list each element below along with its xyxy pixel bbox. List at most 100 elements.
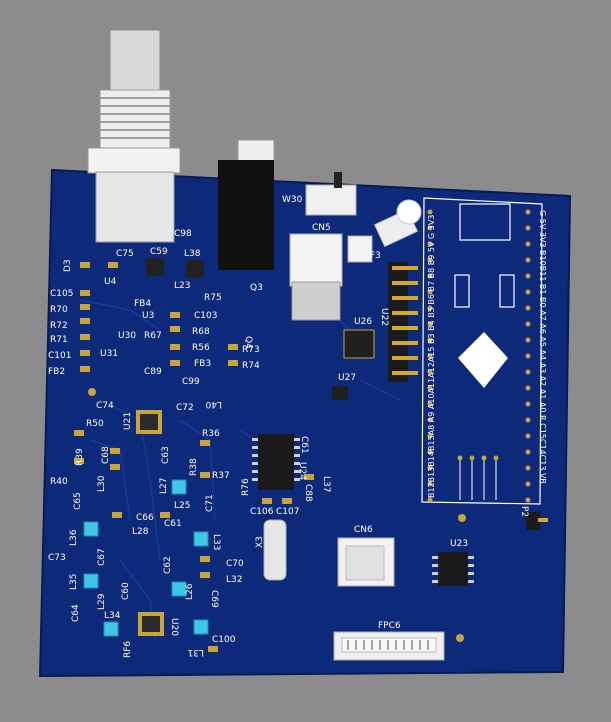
label-c72: C72 — [176, 403, 194, 413]
label-u23: U23 — [450, 539, 468, 549]
label-fb2: FB2 — [48, 367, 65, 377]
label-r71: R71 — [50, 335, 68, 345]
label-c59: C59 — [150, 247, 168, 257]
label-cn6: CN6 — [354, 525, 373, 535]
label-u3: U3 — [142, 311, 154, 321]
label-l29: L29 — [97, 593, 107, 610]
silkscreen-labels: D3 C75 C59 C98 L38 W30 CN5 F3 U4 FB4 L23… — [48, 195, 529, 658]
label-l36: L36 — [69, 529, 79, 546]
crystal-x3 — [263, 519, 287, 581]
chip-u21 — [136, 410, 162, 434]
label-u4: U4 — [104, 277, 117, 287]
label-l37: L37 — [321, 476, 331, 492]
label-l38: L38 — [184, 249, 201, 259]
label-l26: L26 — [185, 583, 195, 600]
label-r56: R56 — [192, 343, 210, 353]
label-c68: C68 — [101, 446, 111, 464]
label-c75: C75 — [116, 249, 134, 259]
label-c71: C71 — [205, 494, 215, 512]
mcu-module: B12B13B14B15A8 A9 A10A11A12A15 B3 B4 B5 … — [421, 197, 547, 505]
pcb-board — [38, 168, 572, 678]
label-c100: C100 — [212, 635, 236, 645]
label-c61b: C61 — [299, 436, 309, 454]
label-d3: D3 — [63, 259, 73, 272]
label-c65: C65 — [73, 492, 83, 510]
label-c98: C98 — [174, 229, 192, 239]
label-c69: C69 — [209, 590, 219, 608]
switch-w30 — [305, 172, 357, 216]
label-l33: L33 — [211, 534, 221, 550]
label-c88: C88 — [303, 484, 313, 502]
chip-u27 — [332, 386, 348, 400]
chip-u20 — [138, 612, 164, 636]
label-l31: L31 — [188, 647, 204, 657]
label-u22: U22 — [379, 308, 389, 326]
label-c60: C60 — [121, 582, 131, 600]
label-c62: C62 — [163, 556, 173, 574]
cyan-inductors — [83, 479, 209, 637]
label-r39: R39 — [75, 448, 85, 466]
label-c64: C64 — [71, 604, 81, 622]
label-r75: R75 — [204, 293, 222, 303]
label-w30: W30 — [282, 195, 303, 205]
module-right-pins: G 5V 3V3 B10B11 B1 B0 A7 A6 A5 A4 A3 A2 … — [538, 210, 547, 484]
label-r38: R38 — [189, 458, 199, 476]
fuse-f3 — [347, 235, 373, 263]
label-r72: R72 — [50, 321, 68, 331]
dc-jack — [218, 139, 275, 270]
label-cn5: CN5 — [312, 223, 331, 233]
label-r36: R36 — [202, 429, 220, 439]
label-r70: R70 — [50, 305, 68, 315]
label-u30: U30 — [118, 331, 136, 341]
smd-parts — [74, 262, 314, 652]
label-x3: X3 — [255, 536, 265, 548]
label-c67: C67 — [97, 548, 107, 566]
label-u27: U27 — [338, 373, 356, 383]
mounting-holes — [88, 388, 466, 642]
label-l35: L35 — [69, 574, 79, 590]
label-u24: U24 — [297, 462, 307, 480]
led — [373, 199, 422, 248]
label-c73: C73 — [48, 553, 66, 563]
label-c89: C89 — [144, 367, 162, 377]
module-top-pins: B12B13B14B15A8 A9 A10A11A12A15 B3 B4 B5 … — [427, 215, 436, 498]
label-fb3: FB3 — [194, 359, 211, 369]
label-l27: L27 — [159, 478, 169, 494]
label-l28: L28 — [132, 527, 149, 537]
chip-u23 — [432, 552, 474, 586]
label-u26: U26 — [354, 317, 372, 327]
label-l34: L34 — [104, 611, 121, 621]
label-r68: R68 — [192, 327, 210, 337]
chip-u24 — [252, 434, 300, 490]
label-c99: C99 — [182, 377, 200, 387]
label-l25: L25 — [174, 501, 190, 511]
label-fpc6: FPC6 — [378, 621, 401, 631]
fpc-connector — [333, 631, 445, 661]
label-u20: U20 — [169, 618, 179, 636]
label-r37: R37 — [212, 471, 230, 481]
connector-cn6 — [337, 537, 395, 587]
label-l40: L40 — [205, 399, 222, 409]
usb-cn5 — [289, 233, 343, 321]
label-c103: C103 — [194, 311, 217, 321]
label-l32: L32 — [226, 575, 242, 585]
label-r40: R40 — [50, 477, 68, 487]
bnc-connector — [87, 29, 181, 243]
label-c70: C70 — [226, 559, 244, 569]
label-c106: C106 — [250, 507, 274, 517]
label-r50: R50 — [86, 419, 104, 429]
label-r73: R73 — [242, 345, 260, 355]
label-c74: C74 — [96, 401, 114, 411]
label-c66: C66 — [136, 513, 154, 523]
label-q3: Q3 — [250, 283, 263, 293]
label-u31: U31 — [100, 349, 118, 359]
pin-header-u22 — [388, 262, 418, 382]
label-c107: C107 — [276, 507, 299, 517]
inductors — [146, 258, 204, 278]
label-c105: C105 — [50, 289, 73, 299]
label-r76: R76 — [241, 478, 251, 496]
chip-u26 — [343, 329, 375, 359]
label-u21: U21 — [123, 412, 133, 430]
label-fb4: FB4 — [134, 299, 151, 309]
